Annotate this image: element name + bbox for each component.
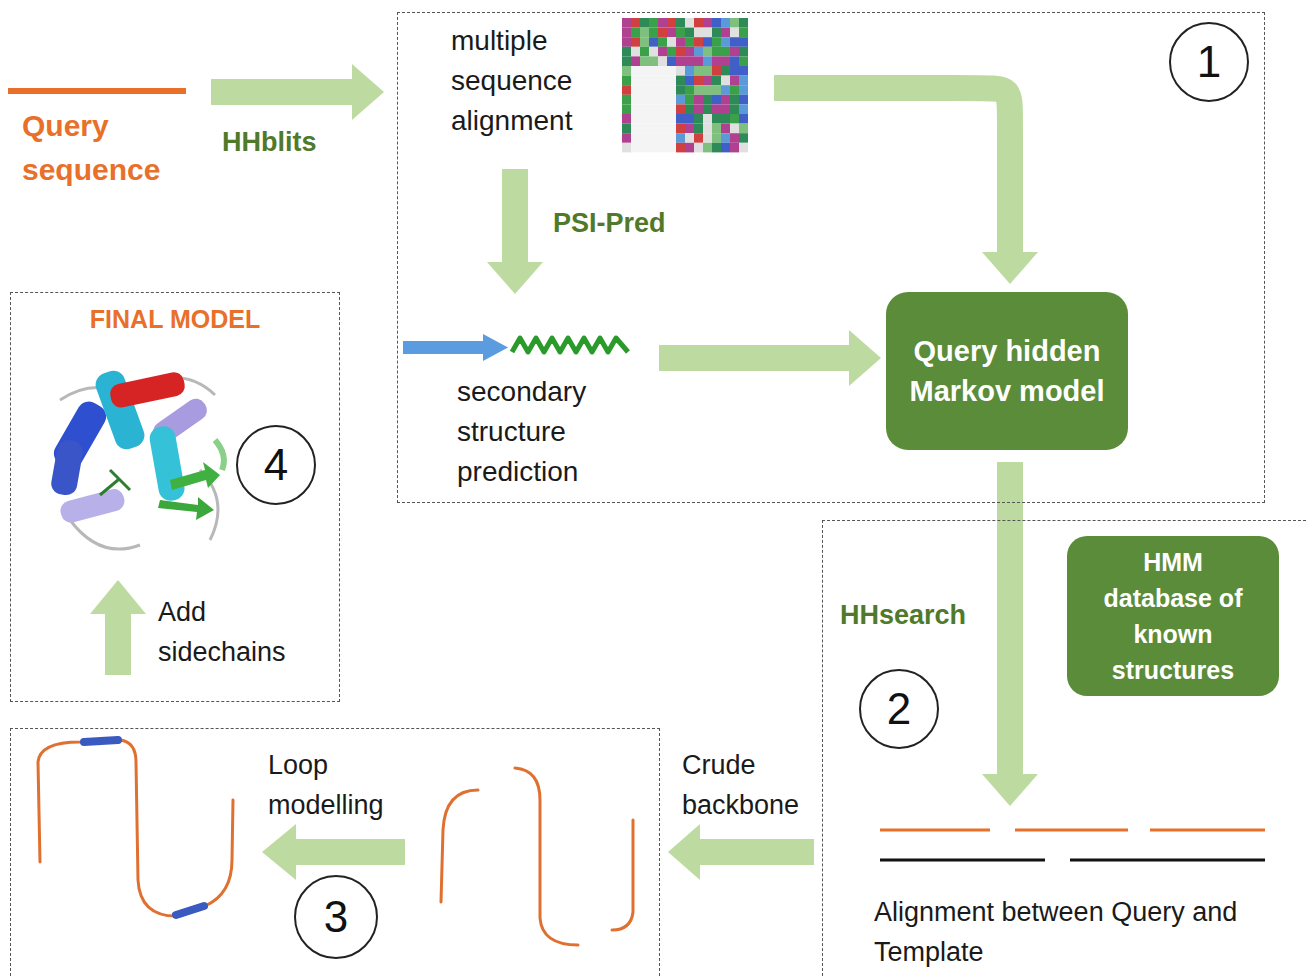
model-box: Query hidden Markov model (886, 292, 1128, 450)
process-box: secondary structure prediction (439, 324, 639, 499)
flow-arrow (487, 169, 543, 294)
stage-region: 2 HMM database of known structuresAlignme… (822, 520, 1306, 976)
callout-number: 3 (294, 875, 378, 959)
node-label: Alignment between Query and Template (874, 892, 1299, 972)
callout-number: 2 (859, 669, 939, 749)
box-heading: FINAL MODEL (11, 303, 339, 335)
node-label: Query sequence (22, 104, 172, 192)
stage-region: 1 multiple sequence alignment secondary st… (397, 12, 1265, 503)
arrow-shaft (700, 839, 814, 865)
secondary-structure-icon (403, 334, 628, 361)
arrow-head (668, 824, 700, 880)
query-label: Query sequence (8, 88, 186, 200)
arrow-head (352, 64, 384, 120)
node-label: secondary structure prediction (457, 372, 632, 492)
process-arrow (90, 580, 146, 675)
crude-backbone (441, 768, 633, 945)
modelled-backbone (38, 740, 233, 916)
arrow-shaft (211, 79, 352, 105)
process-arrow (262, 824, 405, 880)
arrow-head (982, 774, 1038, 806)
node-label: multiple sequence alignment (451, 21, 611, 141)
alignment-lines (880, 830, 1265, 860)
flow-arrow (659, 330, 881, 386)
stage-region: 3 (10, 728, 660, 976)
arrow-shaft (659, 345, 849, 371)
edge-label: HHblits (222, 124, 317, 160)
step-label: Loop modelling (268, 745, 418, 825)
edge-label: Crude backbone (682, 745, 820, 825)
node-label: Query hidden Markov model (894, 331, 1120, 411)
database-box: HMM database of known structures (1067, 536, 1279, 696)
arrow-shaft (997, 462, 1023, 774)
msa-image (622, 18, 748, 152)
flow-arrow (774, 88, 1038, 284)
step-label: Add sidechains (158, 592, 318, 672)
arrow-head (487, 262, 543, 294)
alignment-box: Alignment between Query and Template (829, 814, 1299, 972)
callout-number: 1 (1169, 22, 1249, 102)
arrow-shaft (502, 169, 528, 262)
edge-label: HHsearch (840, 597, 966, 633)
arrow-head (982, 252, 1038, 284)
flow-arrow (668, 824, 814, 880)
arrow-head (849, 330, 881, 386)
flow-arrow (982, 462, 1038, 806)
protein-structure (50, 367, 224, 549)
edge-label: PSI-Pred (553, 205, 666, 241)
process-box: multiple sequence alignment (399, 21, 759, 151)
node-label: HMM database of known structures (1089, 544, 1257, 688)
arrow-shaft (774, 88, 1010, 252)
flow-arrow (211, 64, 384, 120)
callout-number: 4 (236, 425, 316, 505)
